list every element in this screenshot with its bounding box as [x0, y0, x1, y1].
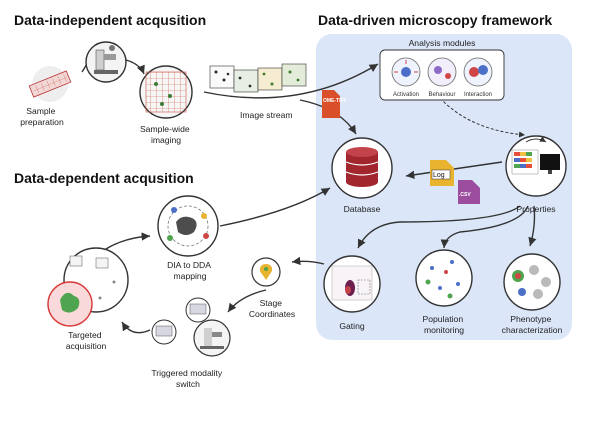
- targeted-label: Targeted acquisition: [66, 330, 107, 351]
- properties-label: Properties: [516, 204, 555, 214]
- module-interaction-label: Interaction: [464, 92, 492, 98]
- dia-dda-mapping-icon: [157, 195, 219, 257]
- heading-framework: Data-driven microscopy framework: [318, 12, 552, 28]
- targeted-acquisition-icon: [47, 247, 129, 327]
- csv-label: .CSV: [459, 192, 471, 198]
- image-stream-label: Image stream: [240, 110, 293, 120]
- triggered-label: Triggered modality switch: [151, 368, 224, 389]
- arrow-robot-to-imaging: [125, 59, 145, 75]
- module-activation-icon: [391, 57, 421, 87]
- arrow-mapping-to-database: [219, 187, 331, 227]
- arrow-properties-to-population: [440, 205, 529, 249]
- population-monitoring-icon: [415, 249, 473, 307]
- database-icon: [331, 137, 393, 199]
- stage-coordinates-label: Stage Coordinates: [249, 298, 295, 319]
- gating-label: Gating: [339, 321, 365, 331]
- heading-dda: Data-dependent acqusition: [14, 170, 194, 186]
- module-interaction-icon: [463, 57, 493, 87]
- arrow-gating-to-stage: [291, 256, 325, 266]
- sample-prep-illustration: [28, 66, 72, 102]
- phenotype-label: Phenotype characterization: [502, 314, 563, 335]
- sample-imaging-label: Sample-wide imaging: [140, 124, 192, 145]
- module-activation-label: Activation: [393, 92, 419, 98]
- log-label: Log: [433, 172, 445, 179]
- ome-tiff-label: OME-TIFF: [323, 98, 347, 104]
- arrow-triggered-to-targeted: [121, 321, 151, 334]
- ome-tiff-file-icon: OME-TIFF: [322, 90, 347, 118]
- database-label: Database: [344, 204, 381, 214]
- heading-dia: Data-independent acqusition: [14, 12, 206, 28]
- log-file-icon: Log: [430, 160, 454, 186]
- analysis-modules-title: Analysis modules: [409, 38, 476, 48]
- microscope-robot-icon: [85, 41, 127, 83]
- stage-coordinates-icon: [251, 257, 281, 287]
- dia-to-dda-label: DIA to DDA mapping: [167, 260, 213, 281]
- csv-file-icon: .CSV: [458, 180, 480, 204]
- properties-icon: [505, 135, 567, 197]
- arrow-properties-to-phenotype: [528, 205, 537, 247]
- gating-icon: [323, 255, 381, 313]
- module-behaviour-label: Behaviour: [428, 92, 455, 98]
- image-stream-tiles: [209, 63, 307, 93]
- arrow-properties-to-gating: [357, 205, 521, 249]
- triggered-modality-icon: [151, 297, 231, 357]
- sample-prep-label: Sample preparation: [20, 106, 64, 127]
- module-behaviour-icon: [427, 57, 457, 87]
- framework-panel: [316, 34, 572, 340]
- phenotype-characterization-icon: [503, 253, 561, 311]
- arrow-stage-to-triggered: [227, 289, 267, 313]
- arrow-stream-to-modules: [203, 63, 379, 99]
- sample-imaging-icon: [139, 65, 193, 119]
- population-label: Population monitoring: [422, 314, 465, 335]
